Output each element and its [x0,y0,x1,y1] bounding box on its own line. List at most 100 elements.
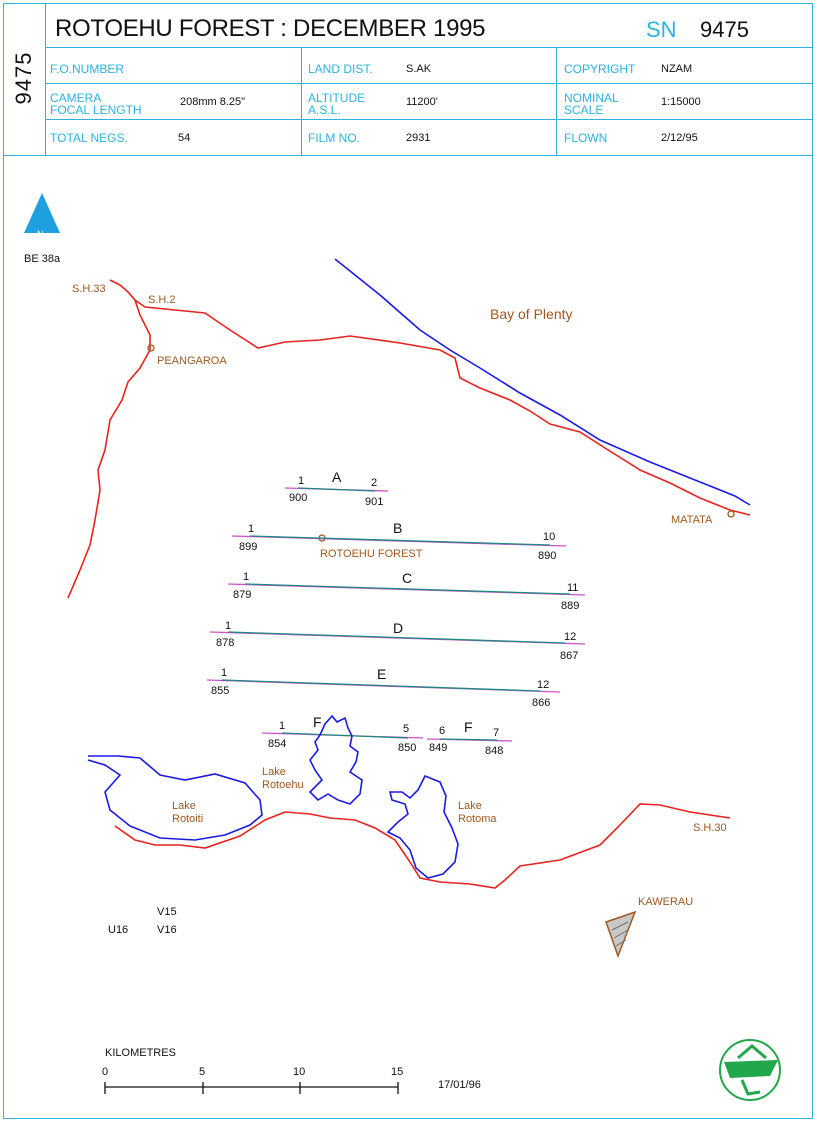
divider [301,47,302,155]
coastline [334,258,751,506]
run-f1-end: 5 [403,723,410,735]
run-a-end-neg: 901 [365,496,384,508]
label-peangaroa: PEANGAROA [157,355,227,367]
run-d-line [227,631,566,644]
land-dist-value: S.AK [406,63,432,75]
header-bottom-line [3,155,813,156]
scale-bar-label: KILOMETRES [105,1047,176,1059]
run-b-end: 10 [543,531,556,543]
label-matata: MATATA [671,514,713,526]
divider [45,119,813,120]
grid-ref-v15: V15 [157,906,177,918]
run-f2-end: 7 [493,727,500,739]
run-f2-letter: F [464,719,473,735]
altitude-value: 11200' [406,96,438,108]
run-f2-end-neg: 848 [485,745,504,757]
copyright-label: COPYRIGHT [564,62,636,76]
run-f1-letter: F [313,714,322,730]
north-letter: N [37,229,44,239]
run-d-letter: D [393,620,404,636]
flown-value: 2/12/95 [661,132,698,144]
scale-tick-label: 0 [102,1066,109,1078]
flown-label: FLOWN [564,131,608,145]
matata-marker [727,510,735,518]
map-frame [3,3,813,1119]
sheet-reference: BE 38a [24,253,61,265]
label-sh2: S.H.2 [148,294,176,306]
film-no-label: FILM NO. [308,131,361,145]
run-e-end: 12 [537,679,550,691]
nz-aerial-mapping-logo-icon [719,1039,781,1101]
run-c-start-neg: 879 [233,589,252,601]
peangaroa-marker [147,344,155,352]
grid-ref-v16: V16 [157,924,177,936]
label-sh33: S.H.33 [72,283,106,295]
lake-rotoehu [308,714,363,805]
run-f1-start: 1 [279,720,286,732]
flight-runs [206,487,586,742]
film-no-value: 2931 [406,132,431,144]
land-dist-label: LAND DIST. [308,62,373,76]
fo-number-label: F.O.NUMBER [50,62,125,76]
run-f2-start-neg: 849 [429,742,448,754]
camera-value: 208mm 8.25" [180,96,246,108]
kawerau-hatch [611,921,629,947]
run-e-start-neg: 855 [211,685,230,697]
run-b-letter: B [393,520,403,536]
run-b-line [249,535,551,546]
scale-tick-label: 10 [293,1066,306,1078]
run-f1-end-neg: 850 [398,742,417,754]
run-c-end: 11 [567,582,579,594]
copyright-value: NZAM [661,63,693,75]
run-d-end: 12 [564,631,577,643]
run-f2-line [439,738,498,741]
run-d-start: 1 [225,620,232,632]
run-a-line [297,487,376,492]
run-a-letter: A [332,469,342,485]
sn-label: SN [646,17,677,42]
run-a-start-neg: 900 [289,492,308,504]
run-b-end-neg: 890 [538,550,557,562]
run-e-line [221,679,541,692]
run-a-end: 2 [371,477,378,489]
run-b-start: 1 [248,523,255,535]
label-bay-of-plenty: Bay of Plenty [490,306,573,322]
run-c-end-neg: 889 [561,600,580,612]
run-b-start-neg: 899 [239,541,258,553]
sn-number: 9475 [700,17,749,42]
run-f1-line [281,732,409,739]
north-arrow-icon [24,193,60,233]
divider [45,83,813,84]
label-rotoehu-forest: ROTOEHU FOREST [320,548,423,560]
grid-ref-u16: U16 [108,924,129,936]
total-negs-value: 54 [178,132,191,144]
scale-tick-label: 15 [391,1066,404,1078]
label-sh30: S.H.30 [693,822,727,834]
scale-tick-label: 5 [199,1066,206,1078]
total-negs-label: TOTAL NEGS. [50,131,128,145]
run-c-start: 1 [243,571,250,583]
label-kawerau: KAWERAU [638,896,694,908]
run-f1-start-neg: 854 [268,738,287,750]
nominal-scale-value: 1:15000 [661,96,701,108]
divider [45,47,813,48]
lake-rotoma [386,774,459,879]
map-date: 17/01/96 [438,1079,481,1091]
run-d-start-neg: 878 [216,637,235,649]
run-e-end-neg: 866 [532,697,551,709]
run-f2-start: 6 [439,725,446,737]
map-title: ROTOEHU FOREST : DECEMBER 1995 [55,15,486,42]
title-block: 9475 ROTOEHU FOREST : DECEMBER 1995 SN 9… [3,3,813,155]
run-c-line [244,583,571,595]
run-e-start: 1 [221,667,228,679]
lake-rotoiti [87,755,263,841]
run-c-letter: C [402,570,413,586]
run-e-letter: E [377,666,387,682]
